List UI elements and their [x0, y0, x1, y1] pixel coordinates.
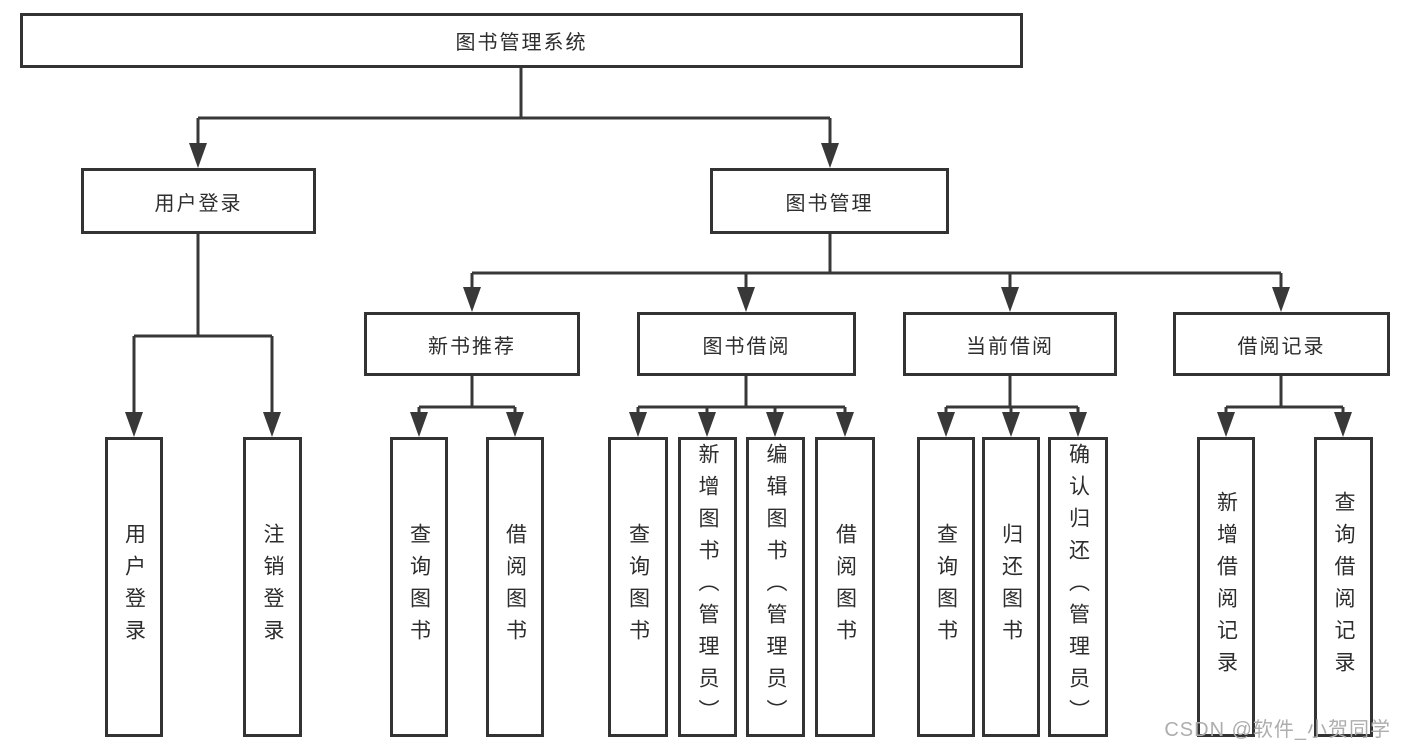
leaf-borrow-books-recommend-label: 借阅图书: [503, 523, 527, 651]
leaf-borrow-books-label: 借阅图书: [833, 523, 857, 651]
leaf-edit-book-admin: 编辑图书（管理员）: [746, 437, 805, 737]
leaf-query-borrow-record: 查询借阅记录: [1314, 437, 1373, 737]
leaf-query-books-current-label: 查询图书: [934, 523, 958, 651]
node-user-login: 用户登录: [81, 168, 316, 234]
node-borrow-records-label: 借阅记录: [1237, 335, 1326, 358]
node-root-system: 图书管理系统: [20, 13, 1023, 68]
node-book-management-label: 图书管理: [785, 192, 874, 215]
node-current-borrowing-label: 当前借阅: [966, 335, 1054, 358]
leaf-query-books-recommend-label: 查询图书: [407, 523, 431, 651]
leaf-borrow-books-recommend: 借阅图书: [486, 437, 544, 737]
leaf-add-book-admin: 新增图书（管理员）: [678, 437, 737, 737]
leaf-add-borrow-record-label: 新增借阅记录: [1214, 491, 1238, 683]
node-root-label: 图书管理系统: [455, 32, 588, 54]
leaf-add-borrow-record: 新增借阅记录: [1197, 437, 1255, 737]
leaf-confirm-return-admin: 确认归还（管理员）: [1048, 437, 1108, 737]
leaf-edit-book-admin-label: 编辑图书（管理员）: [764, 443, 787, 731]
leaf-return-book: 归还图书: [982, 437, 1040, 737]
leaf-query-books-borrowing: 查询图书: [608, 437, 668, 737]
csdn-watermark: CSDN @软件_小贺同学: [1164, 719, 1391, 741]
node-new-book-recommend: 新书推荐: [364, 312, 580, 376]
node-new-book-recommend-label: 新书推荐: [428, 335, 516, 358]
leaf-logout-label: 注销登录: [261, 523, 284, 651]
leaf-confirm-return-admin-label: 确认归还（管理员）: [1066, 443, 1090, 731]
node-book-borrowing: 图书借阅: [637, 312, 856, 376]
node-current-borrowing: 当前借阅: [903, 312, 1117, 376]
leaf-logout: 注销登录: [243, 437, 302, 737]
leaf-query-books-current: 查询图书: [917, 437, 975, 737]
leaf-query-books-recommend: 查询图书: [390, 437, 448, 737]
node-book-borrowing-label: 图书借阅: [702, 335, 791, 358]
node-user-login-label: 用户登录: [154, 192, 243, 215]
leaf-borrow-books: 借阅图书: [815, 437, 875, 737]
node-borrow-records: 借阅记录: [1173, 312, 1390, 376]
leaf-query-borrow-record-label: 查询借阅记录: [1332, 491, 1355, 683]
arrowheads: [125, 143, 1352, 437]
node-book-management: 图书管理: [710, 168, 949, 234]
leaf-return-book-label: 归还图书: [999, 523, 1023, 651]
leaf-user-login-label: 用户登录: [122, 523, 146, 651]
leaf-query-books-borrowing-label: 查询图书: [626, 523, 650, 651]
leaf-add-book-admin-label: 新增图书（管理员）: [696, 443, 719, 731]
leaf-user-login: 用户登录: [105, 437, 163, 737]
